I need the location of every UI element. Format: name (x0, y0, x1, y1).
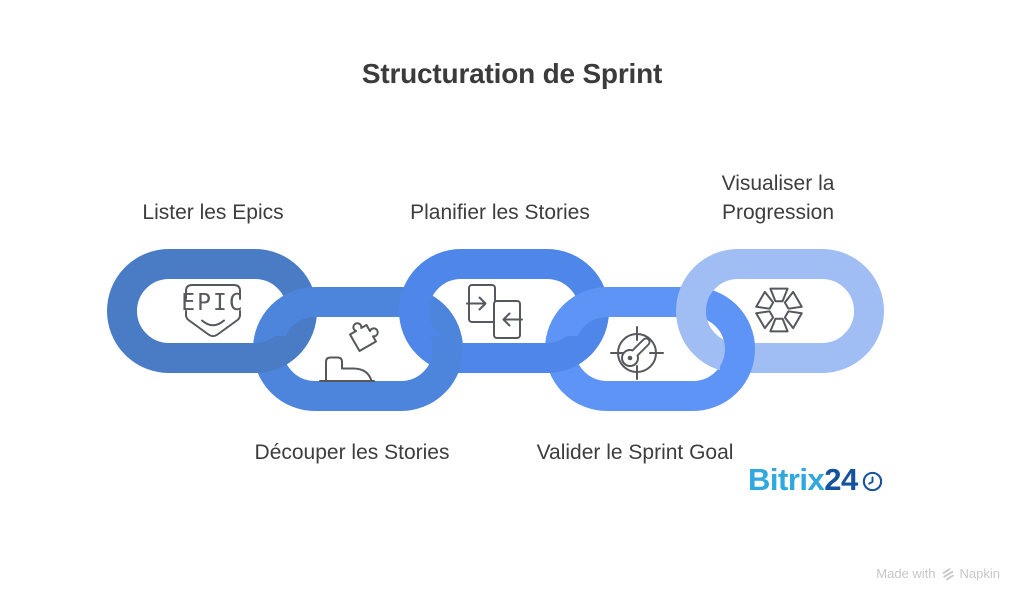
bitrix24-logo-text-dark: 24 (824, 462, 858, 497)
step-label-lister-les-epics: Lister les Epics (142, 201, 284, 224)
chain-link-2-weave-patch (428, 336, 463, 390)
bitrix24-logo: Bitrix 24 (748, 462, 884, 498)
watermark-brand: Napkin (959, 566, 1000, 581)
chain-icons: EPIC (181, 284, 803, 382)
chain-link-4-weave-patch (720, 336, 755, 390)
epic-badge-icon: EPIC (181, 284, 244, 338)
bitrix24-logo-text-light: Bitrix (748, 462, 825, 497)
target-gauge-icon (610, 326, 664, 380)
napkin-logo-icon (942, 567, 954, 580)
page-title: Structuration de Sprint (361, 58, 663, 89)
chain-link-5 (676, 249, 884, 373)
hand-puzzle-icon (319, 322, 379, 382)
epic-badge-label: EPIC (181, 290, 244, 316)
step-label-valider-le-sprint-goal: Valider le Sprint Goal (536, 441, 734, 464)
step-label-decouper-les-stories: Découper les Stories (254, 441, 450, 464)
step-label-planifier-les-stories: Planifier les Stories (410, 201, 590, 224)
bitrix24-clock-icon (862, 471, 882, 491)
napkin-watermark: Made with Napkin (876, 566, 1000, 581)
watermark-prefix: Made with (876, 566, 936, 581)
step-label-visualiser-la-progression: Visualiser la Progression (721, 172, 835, 224)
progress-wheel-icon (755, 287, 803, 333)
story-cards-icon (466, 284, 523, 339)
